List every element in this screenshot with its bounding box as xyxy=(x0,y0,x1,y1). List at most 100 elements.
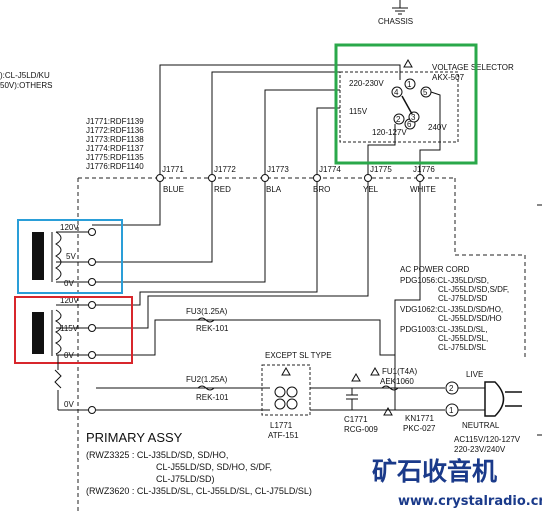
vs-pin: 2 xyxy=(396,115,401,124)
jumper-id: J1773 xyxy=(267,165,289,174)
jumper-color: RED xyxy=(214,185,231,194)
jumper-j1772: J1772 RED xyxy=(208,165,236,194)
plug-live: LIVE xyxy=(466,370,483,379)
chassis-ground-symbol xyxy=(392,0,408,15)
primary-tap-label: 120V xyxy=(60,296,79,305)
jumper-color: BRO xyxy=(313,185,330,194)
filter-cap: C1771 xyxy=(344,415,368,424)
watermark-url: www.crystalradio.cn xyxy=(398,494,542,509)
rdf-item: J1774:RDF1137 xyxy=(86,144,144,153)
model-note-2: 50V):OTHERS xyxy=(0,81,52,90)
jumper-id: J1775 xyxy=(370,165,392,174)
fuse-fu2: FU2(1.25A) REK-101 xyxy=(186,375,229,402)
connector-ref: KN1771 xyxy=(405,414,434,423)
warning-icon xyxy=(403,58,413,68)
secondary-winding: 120V 5V 0V xyxy=(32,223,96,288)
secondary-highlight-box xyxy=(17,219,123,294)
vs-pin: 5 xyxy=(423,88,428,97)
ac-cord-line: CL-J55LD/SL, xyxy=(438,334,488,343)
rdf-item: J1775:RDF1135 xyxy=(86,153,144,162)
ac-cord-line: VDG1062:CL-J35LD/SD/HO, xyxy=(400,305,503,314)
jumper-id: J1772 xyxy=(214,165,236,174)
ac-cord-line: CL-J75LD/SD xyxy=(438,294,488,303)
ac-plug: LIVE NEUTRAL AC115V/120-127V 220-23V/240… xyxy=(454,370,522,454)
jumper-id: J1776 xyxy=(413,165,435,174)
vs-label-120: 120-127V xyxy=(372,128,407,137)
model-note-1: ):CL-J5LD/KU xyxy=(0,71,50,80)
fuse-fu2-part: REK-101 xyxy=(196,393,229,402)
bus-0v-label: 0V xyxy=(64,400,74,409)
ac-cord-line: PDG1056:CL-J35LD/SD, xyxy=(400,276,489,285)
warning-icon xyxy=(370,366,380,376)
fuse-fu3-label: FU3(1.25A) xyxy=(186,307,228,316)
voltage-selector-title: VOLTAGE SELECTOR xyxy=(432,63,514,72)
assembly-dashed-outline xyxy=(77,177,526,513)
vs-label-115: 115V xyxy=(349,107,368,116)
primary-tap-label: 0V xyxy=(64,351,74,360)
secondary-tap-label: 120V xyxy=(60,223,79,232)
warning-icon xyxy=(281,366,291,376)
ac-cord-line: PDG1003:CL-J35LD/SL, xyxy=(400,325,488,334)
primary-assy-block: PRIMARY ASSY (RWZ3325 : CL-J35LD/SD, SD/… xyxy=(86,430,312,496)
jumper-color: BLUE xyxy=(163,185,184,194)
vs-pin: 3 xyxy=(411,113,416,122)
filter-coil: L1771 xyxy=(270,421,293,430)
primary-bus xyxy=(54,355,270,414)
secondary-tap-label: 0V xyxy=(64,279,74,288)
chassis-label: CHASSIS xyxy=(378,17,413,26)
vs-label-240: 240V xyxy=(428,123,447,132)
primary-assy-line: (RWZ3620 : CL-J35LD/SL, CL-J55LD/SL, CL-… xyxy=(86,486,312,496)
plug-rating-2: 220-23V/240V xyxy=(454,445,506,454)
fuse-fu3-part: REK-101 xyxy=(196,324,229,333)
primary-highlight-box xyxy=(14,296,133,364)
filter-cap-part: RCG-009 xyxy=(344,425,378,434)
ac-cord-title: AC POWER CORD xyxy=(400,265,470,274)
fuse-fu1-label: FU1(T4A) xyxy=(382,367,417,376)
vs-pin: 1 xyxy=(407,80,412,89)
vs-pin: 4 xyxy=(394,88,399,97)
jumper-id: J1774 xyxy=(319,165,341,174)
selector-highlight-box xyxy=(334,43,478,165)
rdf-item: J1771:RDF1139 xyxy=(86,117,144,126)
primary-assy-line: CL-J55LD/SD, SD/HO, S/DF, xyxy=(156,462,272,472)
voltage-selector-part: AKX-507 xyxy=(432,73,465,82)
fuse-fu1-part: AEK1060 xyxy=(380,377,414,386)
plug-rating-1: AC115V/120-127V xyxy=(454,435,521,444)
rdf-item: J1773:RDF1138 xyxy=(86,135,144,144)
primary-assy-line: (RWZ3325 : CL-J35LD/SD, SD/HO, xyxy=(86,450,228,460)
warning-icon xyxy=(351,372,361,382)
warning-icon xyxy=(383,406,393,416)
connector-pin: 2 xyxy=(449,384,454,393)
harness-wiring xyxy=(92,181,421,410)
filter-title: EXCEPT SL TYPE xyxy=(265,351,332,360)
line-filter: EXCEPT SL TYPE L1771 ATF-151 xyxy=(261,351,332,440)
secondary-tap-label: 5V xyxy=(66,252,76,261)
ac-cord-notes: AC POWER CORD PDG1056:CL-J35LD/SD, CL-J5… xyxy=(400,265,509,352)
primary-tap-label: 115V xyxy=(60,324,79,333)
fuse-fu3: FU3(1.25A) REK-101 xyxy=(186,307,229,333)
vs-label-220: 220-230V xyxy=(349,79,384,88)
fuse-fu1: FU1(T4A) AEK1060 xyxy=(370,366,417,391)
watermark-cn: 矿石收音机 xyxy=(372,457,497,486)
primary-winding: 120V 115V 0V xyxy=(32,296,96,360)
voltage-selector: VOLTAGE SELECTOR AKX-507 220-230V 115V 1… xyxy=(339,58,514,143)
fuse-fu2-label: FU2(1.25A) xyxy=(186,375,228,384)
ac-cord-line: CL-J75LD/SL xyxy=(438,343,487,352)
rdf-list: J1771:RDF1139 J1772:RDF1136 J1773:RDF113… xyxy=(86,117,144,171)
plug-neutral: NEUTRAL xyxy=(462,421,500,430)
vs-pin: 6 xyxy=(407,120,412,129)
filter-wiring xyxy=(310,387,445,411)
jumper-color: YEL xyxy=(363,185,379,194)
jumper-j1773: J1773 BLA xyxy=(261,165,289,194)
jumper-color: WHITE xyxy=(410,185,436,194)
ac-connector: 2 1 KN1771 PKC-027 xyxy=(383,381,485,433)
filter-coil-part: ATF-151 xyxy=(268,431,299,440)
connector-part: PKC-027 xyxy=(403,424,436,433)
primary-assy-line: CL-J75LD/SD) xyxy=(156,474,215,484)
rdf-item: J1772:RDF1136 xyxy=(86,126,144,135)
rdf-item: J1776:RDF1140 xyxy=(86,162,144,171)
ac-cord-line: CL-J55LD/SD/HO xyxy=(438,314,502,323)
connector-pin: 1 xyxy=(449,406,454,415)
